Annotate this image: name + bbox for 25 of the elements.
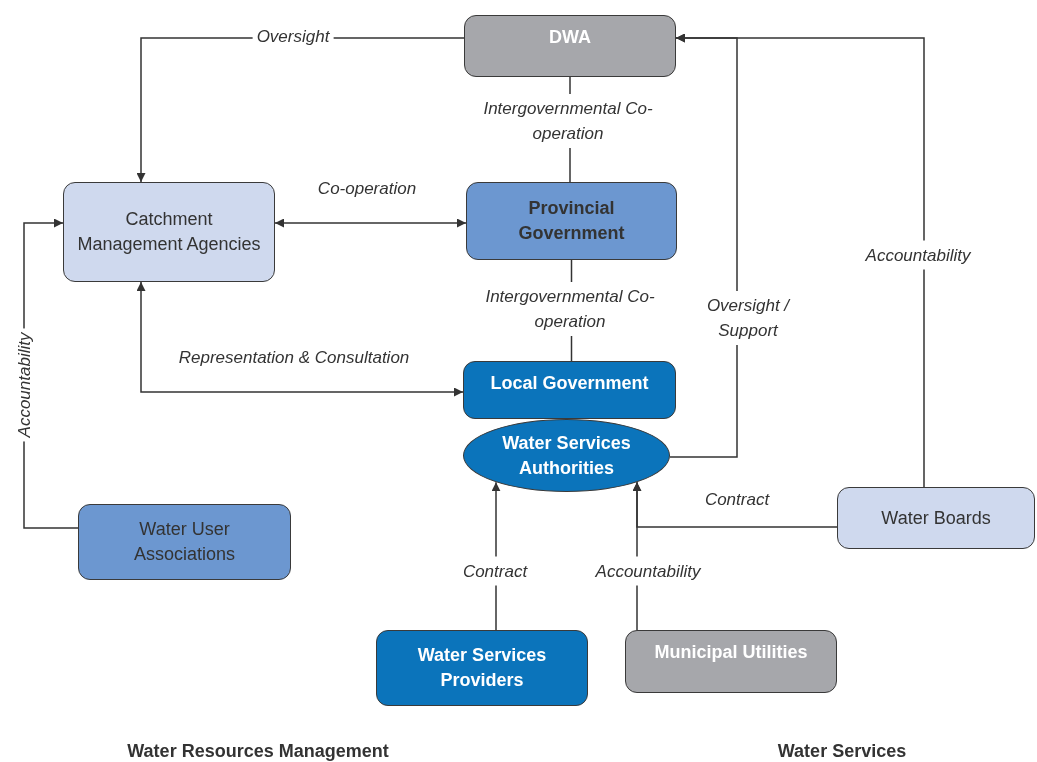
section-heading: Water Resources Management (127, 741, 389, 762)
process-box (376, 630, 588, 706)
process-box (466, 182, 677, 260)
node-label: DWA (549, 26, 591, 49)
edge-label: Accountability (591, 556, 705, 586)
node-label: Water Services Authorities (501, 431, 632, 480)
connector-arrow (632, 481, 838, 528)
node-label: Catchment Management Agencies (76, 208, 262, 256)
node-label: Water Boards (881, 506, 991, 530)
connector-arrow (274, 218, 467, 228)
edge-label: Accountability (861, 240, 975, 270)
node-label: Municipal Utilities (654, 641, 808, 664)
connector-arrow (136, 281, 464, 397)
connector-arrow (675, 33, 925, 488)
node-label: Water User Associations (132, 518, 237, 566)
process-box (78, 504, 291, 580)
process-box (463, 361, 676, 419)
node-label: Water Services Providers (416, 644, 548, 692)
process-box (837, 487, 1035, 549)
process-box (464, 15, 676, 77)
process-box (625, 630, 837, 693)
node-label: Provincial Government (517, 197, 626, 245)
section-heading: Water Services (777, 741, 907, 762)
process-box (63, 182, 275, 282)
node-label: Local Government (490, 372, 649, 395)
